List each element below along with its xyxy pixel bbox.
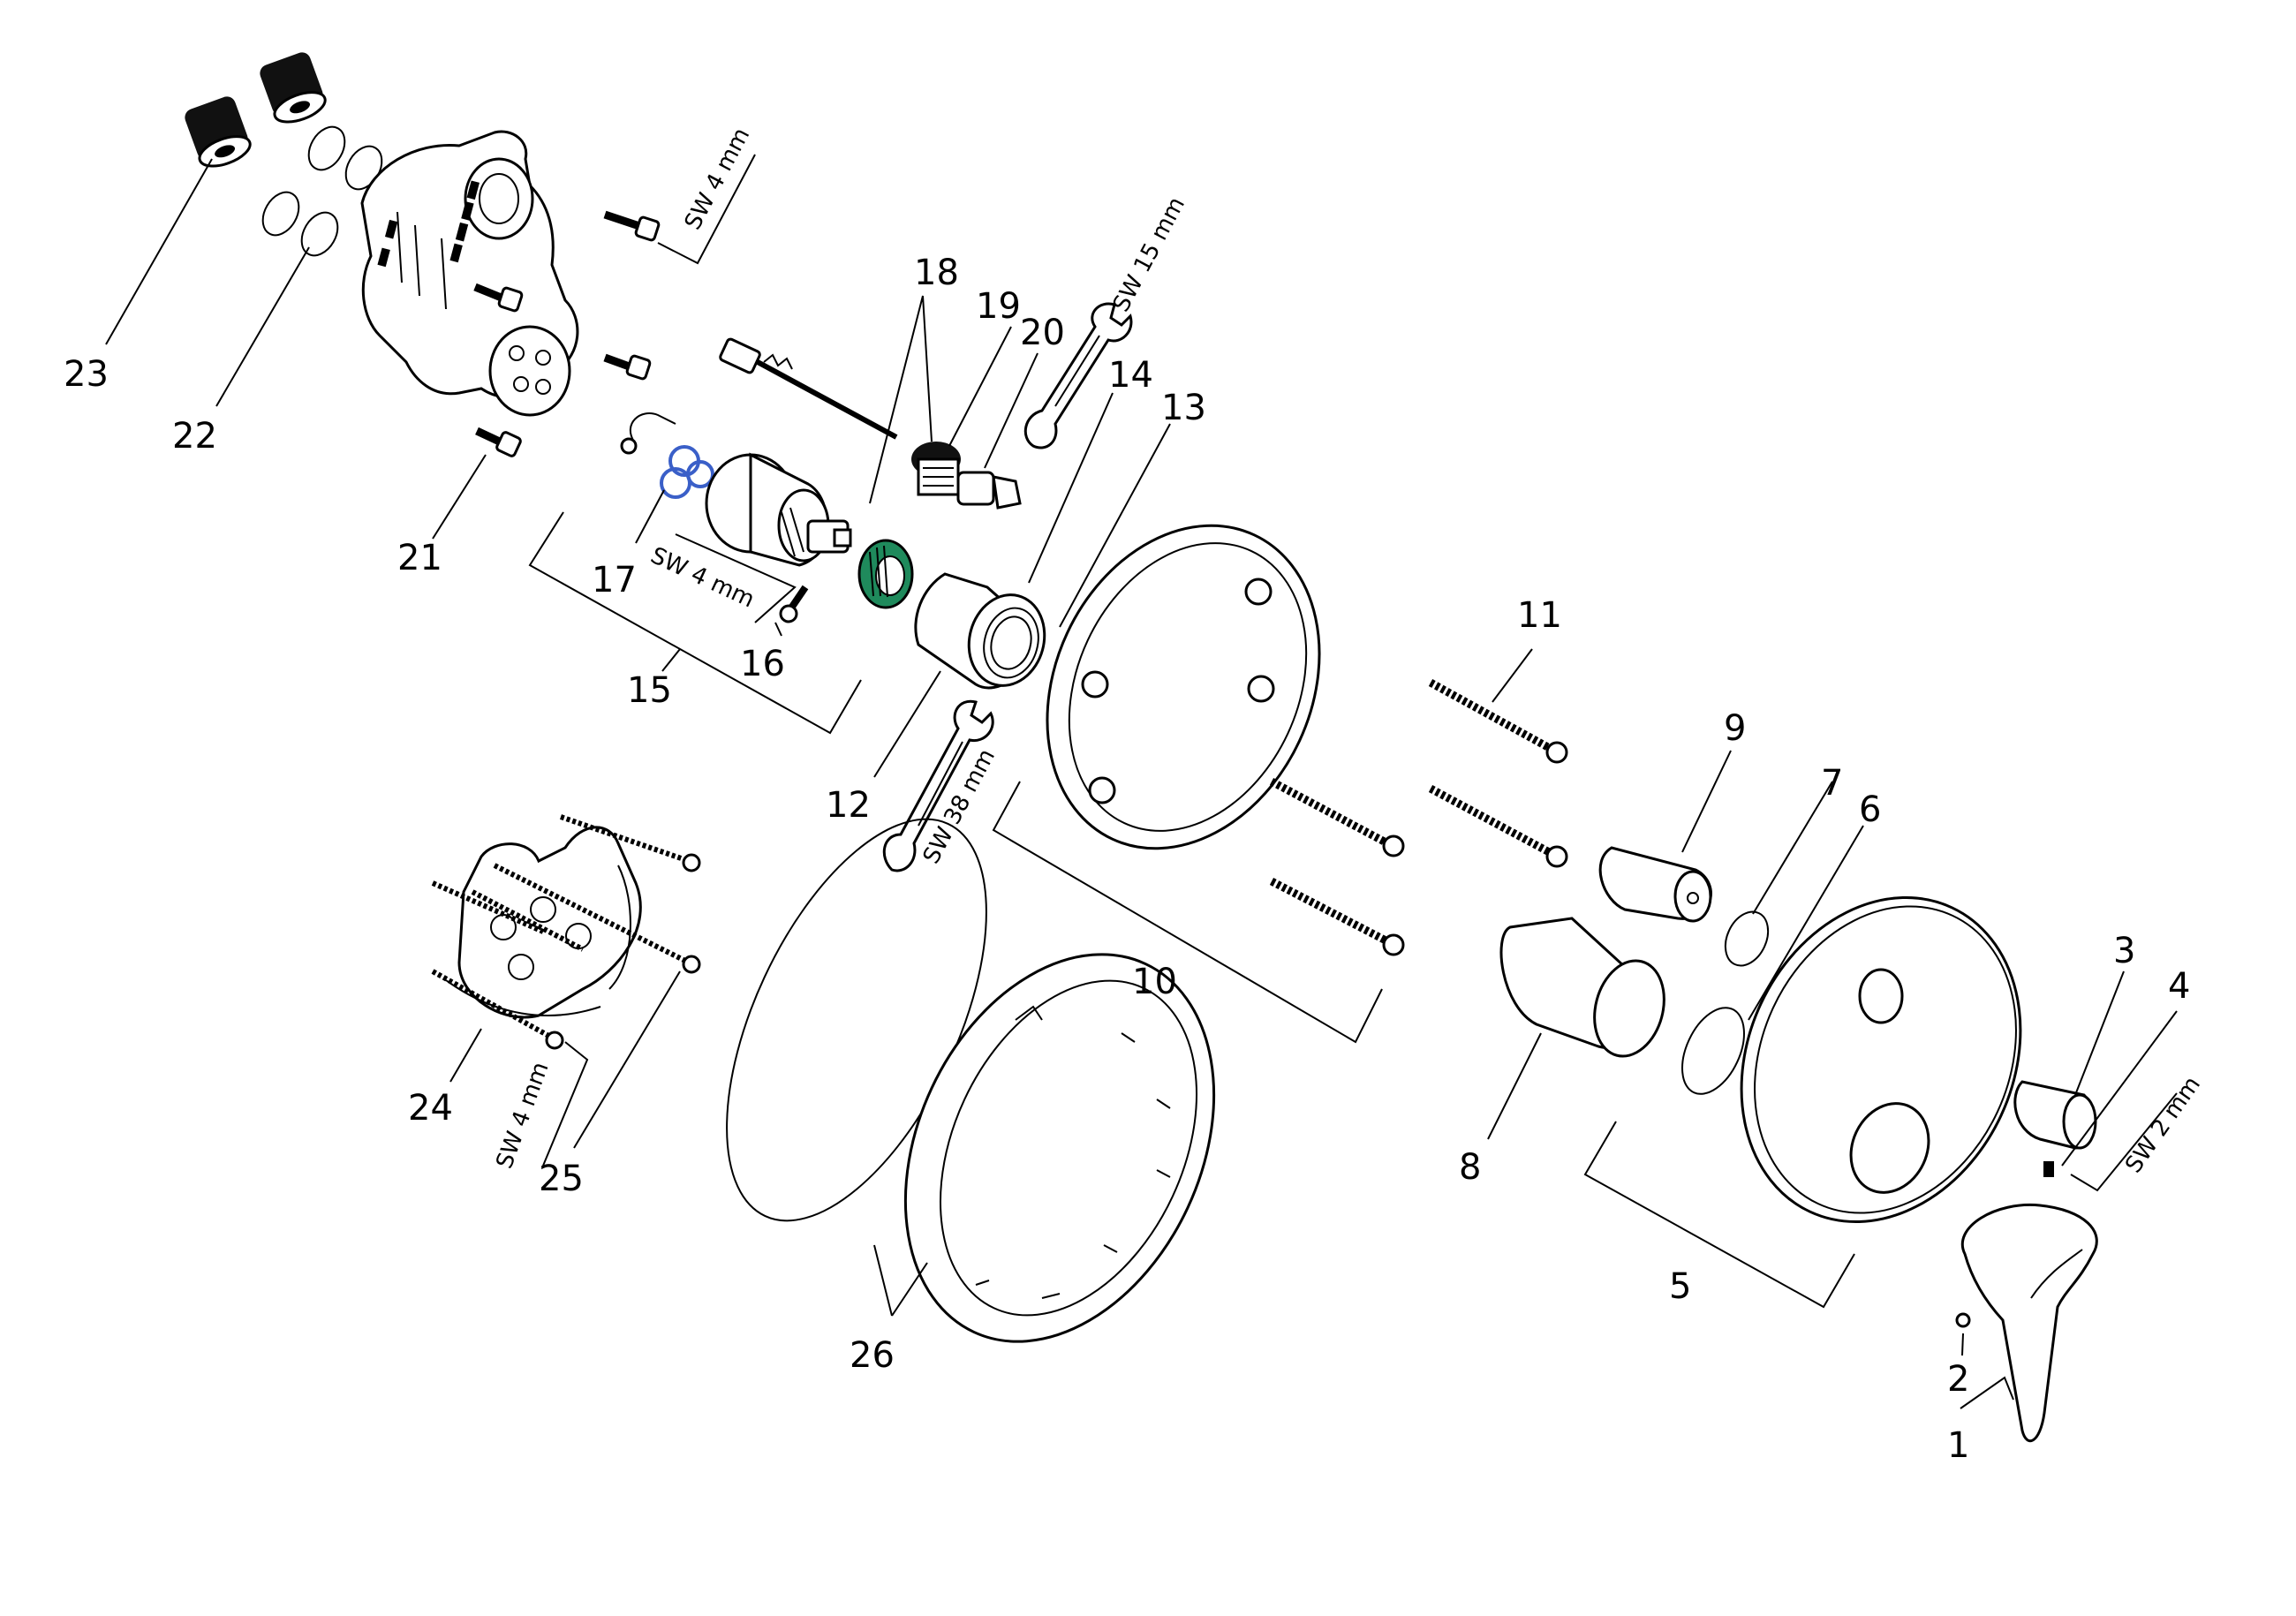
svg-text:SW 2 mm: SW 2 mm	[2120, 1072, 2206, 1178]
valve-body: ▬ ▬ ▬▬▬▬	[360, 130, 579, 417]
long-screws-part-11	[1269, 679, 1568, 956]
cartridge-part-15	[705, 452, 852, 567]
wrench-38mm: SW 38 mm	[882, 699, 1001, 872]
sleeve-part-14	[914, 572, 1046, 690]
label-16: 16	[740, 644, 785, 684]
screw-body	[473, 283, 524, 313]
label-5: 5	[1669, 1266, 1691, 1307]
label-1: 1	[1947, 1425, 1969, 1466]
o-ring-part-7	[1724, 910, 1770, 967]
install-screws-part-25	[431, 814, 701, 1050]
label-25: 25	[539, 1159, 584, 1199]
label-21: 21	[397, 538, 442, 578]
label-7: 7	[1821, 763, 1843, 804]
set-screw-part-2	[1955, 1312, 1971, 1328]
label-13: 13	[1161, 388, 1206, 428]
label-19: 19	[976, 286, 1021, 327]
label-8: 8	[1459, 1147, 1481, 1188]
screw-mid	[603, 353, 652, 381]
cartridge-clip	[620, 412, 676, 455]
svg-text:SW 15 mm: SW 15 mm	[1108, 193, 1190, 316]
o-ring-part-6	[1681, 1007, 1745, 1095]
label-3: 3	[2113, 931, 2135, 971]
label-23: 23	[64, 354, 109, 395]
label-4: 4	[2168, 966, 2190, 1007]
label-22: 22	[172, 416, 217, 457]
label-9: 9	[1724, 708, 1746, 749]
sleeve-cover-part-8	[1499, 917, 1665, 1058]
inlet-nut-part-23	[185, 52, 327, 168]
svg-text:SW 4 mm: SW 4 mm	[491, 1059, 554, 1173]
hex-key-top: SW 4 mm	[657, 124, 756, 265]
svg-text:SW 4 mm: SW 4 mm	[646, 542, 759, 613]
label-26: 26	[850, 1335, 895, 1376]
screw-top	[603, 210, 661, 242]
diverter-rod-part-18	[719, 337, 898, 440]
label-24: 24	[408, 1088, 453, 1129]
lever-handle-part-1	[1961, 1203, 2098, 1442]
o-rings-part-22	[261, 125, 383, 257]
diverter-stem-part-20	[956, 471, 1022, 510]
diverter-cartridge-part-19	[911, 442, 961, 496]
part-number-labels: 23 22 21 17 16 15 18 19 20 14 13 12 10 1…	[64, 253, 2190, 1466]
label-2: 2	[1947, 1359, 1969, 1400]
label-10: 10	[1132, 962, 1177, 1002]
trim-frame-part-26	[903, 953, 1216, 1343]
label-17: 17	[592, 560, 637, 600]
screw-part-21	[475, 427, 522, 457]
svg-text:SW 4 mm: SW 4 mm	[680, 124, 756, 234]
mounting-ring-part-13	[1046, 524, 1321, 850]
escutcheon-part-5	[1740, 896, 2022, 1223]
screw-part-16	[779, 585, 809, 623]
leader-lines	[105, 158, 2178, 1409]
label-15: 15	[627, 670, 672, 711]
label-20: 20	[1020, 313, 1065, 353]
label-11: 11	[1517, 595, 1562, 636]
green-ring	[857, 539, 914, 609]
extension-part-9	[1598, 846, 1712, 923]
label-18: 18	[914, 253, 959, 293]
label-14: 14	[1108, 355, 1153, 396]
o-rings-blue-part-17	[660, 445, 714, 499]
label-6: 6	[1859, 789, 1881, 830]
label-12: 12	[826, 785, 871, 826]
hex-key-bottom: SW 4 mm	[491, 1041, 589, 1173]
grub-screw-part-4	[2043, 1161, 2054, 1177]
